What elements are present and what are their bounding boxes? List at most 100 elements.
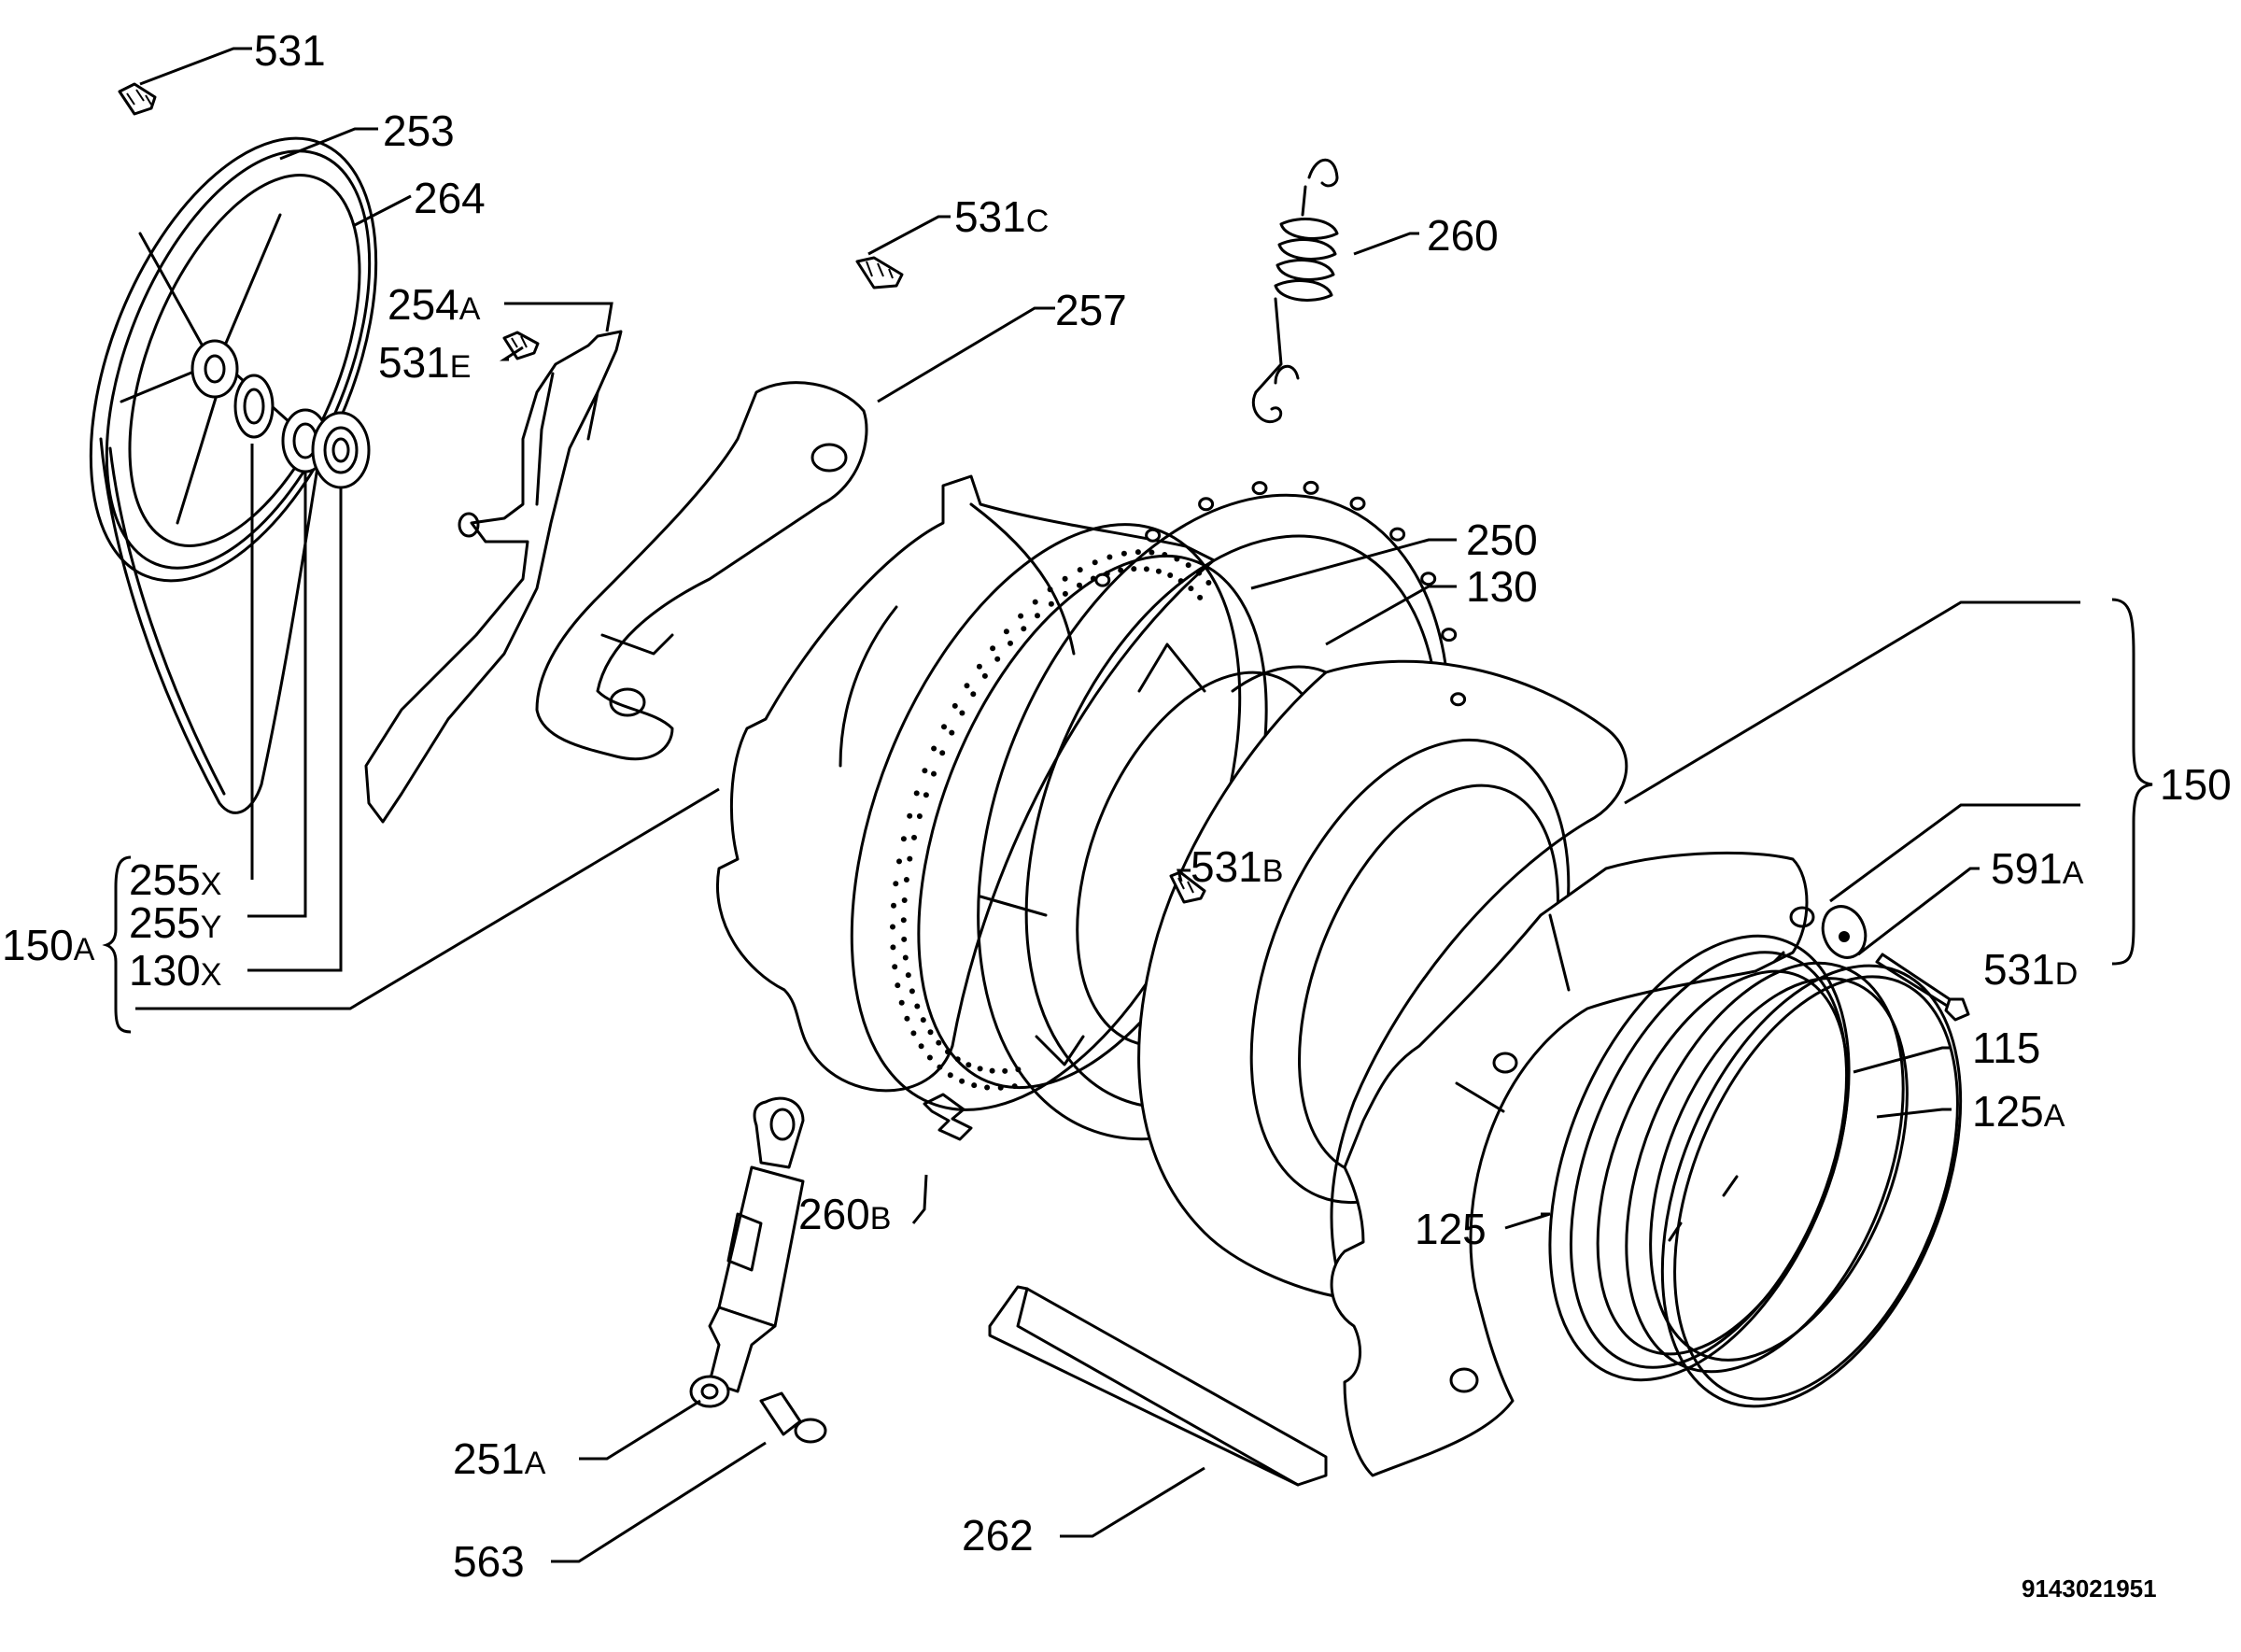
perforation-hole xyxy=(1143,566,1149,572)
spring-260 xyxy=(1251,158,1339,424)
bracket-254a xyxy=(364,330,623,824)
perforation-hole xyxy=(931,770,937,777)
label-125a: 125A xyxy=(1972,1087,2065,1136)
perforation-hole xyxy=(896,858,902,865)
label-257: 257 xyxy=(1055,286,1127,334)
screw-531 xyxy=(118,82,157,116)
perforation-hole xyxy=(900,917,907,924)
perforation-hole xyxy=(931,745,937,752)
perforation-hole xyxy=(904,1015,910,1022)
perforation-hole xyxy=(959,710,965,716)
label-150a: 150A xyxy=(2,921,95,969)
perforation-hole xyxy=(1003,628,1009,635)
perforation-hole xyxy=(1131,566,1137,572)
perforation-hole xyxy=(895,982,901,989)
perforation-hole xyxy=(976,663,982,670)
perforation-hole xyxy=(981,672,988,679)
perforation-hole xyxy=(1135,549,1141,556)
perforation-hole xyxy=(900,836,907,842)
leader-lines xyxy=(135,47,2080,1563)
perforation-hole xyxy=(1185,562,1191,569)
perforation-hole xyxy=(907,812,913,819)
flange-bolt xyxy=(1094,572,1111,587)
perforation-hole xyxy=(936,1039,942,1046)
perforation-hole xyxy=(1062,575,1068,582)
shock-absorber-251a xyxy=(689,1096,805,1408)
pulley-253 xyxy=(89,136,378,814)
perforation-hole xyxy=(997,1084,1004,1091)
perforation-hole xyxy=(901,936,908,942)
perforation-hole xyxy=(903,877,909,882)
perforation-hole xyxy=(1149,549,1155,556)
perforation-hole xyxy=(913,790,920,797)
flange-bolt xyxy=(1420,572,1437,586)
perforation-hole xyxy=(965,1062,972,1068)
bearing-set xyxy=(233,374,371,489)
label-531: 531 xyxy=(254,26,326,75)
perforation-hole xyxy=(949,729,955,736)
screw-531c xyxy=(855,256,904,289)
flange-bolt xyxy=(1251,481,1268,496)
perforation-hole xyxy=(905,972,911,979)
perforation-hole xyxy=(907,855,913,862)
label-255x: 255X xyxy=(129,855,221,904)
perforation-hole xyxy=(910,1030,917,1037)
perforation-hole xyxy=(964,683,970,689)
perforation-hole xyxy=(909,988,915,995)
label-260b: 260B xyxy=(798,1190,891,1238)
perforation-hole xyxy=(891,902,896,909)
perforation-hole xyxy=(1018,613,1024,619)
label-254a: 254A xyxy=(388,280,481,329)
label-563: 563 xyxy=(453,1537,525,1586)
perforation-hole xyxy=(1205,580,1212,586)
flange-bolt xyxy=(1450,692,1467,707)
perforation-hole xyxy=(901,897,908,903)
perforation-hole xyxy=(890,944,896,951)
label-531c: 531C xyxy=(954,192,1049,241)
flange-bolt xyxy=(1145,528,1162,543)
perforation-hole xyxy=(1106,554,1113,560)
perforation-hole xyxy=(920,1017,926,1024)
perforation-hole xyxy=(959,1078,965,1084)
perforation-hole xyxy=(902,954,909,961)
washer-591a xyxy=(1821,905,1868,959)
perforation-hole xyxy=(890,924,895,930)
front-tub-bolts xyxy=(1094,480,1467,707)
perforation-hole xyxy=(911,834,917,840)
perforation-hole xyxy=(1035,613,1040,619)
perforation-hole xyxy=(1077,582,1082,588)
label-251a: 251A xyxy=(453,1434,546,1483)
label-125: 125 xyxy=(1415,1205,1487,1253)
perforation-hole xyxy=(954,1056,961,1063)
perforation-hole xyxy=(941,724,947,730)
perforation-hole xyxy=(951,702,958,709)
perforation-hole xyxy=(1032,599,1038,605)
perforation-hole xyxy=(1188,586,1194,592)
perforation-hole xyxy=(989,1067,995,1074)
pin-563 xyxy=(759,1391,827,1444)
front-bracket xyxy=(1330,851,1815,1477)
counterweight-257 xyxy=(535,381,868,761)
label-262: 262 xyxy=(962,1511,1034,1560)
label-130: 130 xyxy=(1466,562,1538,611)
perforation-hole xyxy=(923,792,929,798)
perforation-hole xyxy=(937,1064,943,1070)
perforation-hole xyxy=(971,1082,978,1089)
document-number: 9143021951 xyxy=(2022,1574,2157,1603)
perforation-hole xyxy=(939,750,946,756)
flange-bolt xyxy=(1389,527,1406,542)
perforation-hole xyxy=(916,813,923,819)
flange-bolt xyxy=(1349,496,1366,511)
perforation-hole xyxy=(914,1003,921,1010)
label-115: 115 xyxy=(1972,1024,2040,1072)
perforation-hole xyxy=(1174,556,1180,562)
label-253: 253 xyxy=(383,106,455,155)
label-531b: 531B xyxy=(1191,842,1283,891)
label-531e: 531E xyxy=(378,338,471,387)
perforation-hole xyxy=(1021,626,1027,632)
perforation-hole xyxy=(945,1049,951,1055)
perforation-hole xyxy=(926,1054,933,1061)
perforation-hole xyxy=(922,768,928,774)
perforation-hole xyxy=(1008,640,1013,646)
drum-perforations xyxy=(890,549,1212,1091)
